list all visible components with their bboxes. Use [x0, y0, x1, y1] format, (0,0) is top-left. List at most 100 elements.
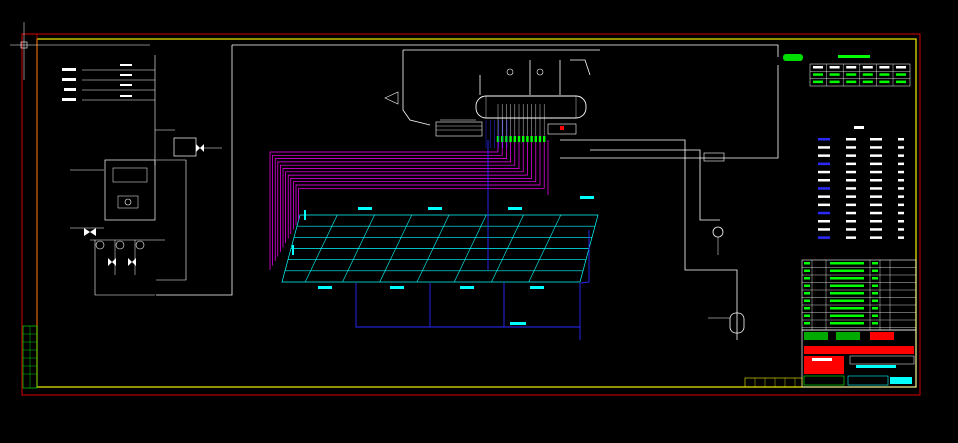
schedule-cell — [830, 262, 864, 265]
legend-label — [898, 211, 904, 215]
schedule-cell — [830, 307, 864, 310]
schedule-cell — [872, 322, 878, 325]
expansion-vessel[interactable] — [783, 54, 803, 61]
schedule-cell — [804, 322, 810, 325]
gate-valve-icon[interactable] — [84, 144, 204, 266]
schedule-cell — [872, 277, 878, 280]
check-valve-icon[interactable] — [384, 68, 544, 105]
schedule-cell — [872, 284, 878, 287]
table-cell — [846, 66, 857, 69]
schedule-cell — [872, 299, 878, 302]
hot-loop-pipe — [295, 135, 541, 225]
legend-label — [846, 195, 856, 198]
legend-label — [870, 179, 882, 182]
legend-label — [898, 162, 904, 166]
collector-column — [491, 214, 524, 283]
array-base-label — [510, 322, 526, 325]
revision-block — [22, 325, 38, 389]
legend-label — [846, 154, 856, 157]
hot-loop-pipes — [269, 135, 549, 270]
legend-label — [898, 154, 904, 157]
legend-label — [870, 146, 882, 149]
tap-valve — [517, 136, 521, 142]
tap-valve — [496, 136, 500, 142]
tap-valve — [501, 136, 504, 142]
schedule-cell — [872, 269, 878, 272]
collector-column — [304, 214, 338, 283]
table-cell — [829, 66, 840, 69]
schedule-cell — [872, 314, 878, 317]
table-title — [838, 55, 870, 58]
table-cell — [879, 80, 890, 84]
legend-label — [846, 203, 856, 207]
legend-label — [846, 228, 856, 231]
schedule-cell — [830, 284, 864, 287]
legend-swatch — [818, 195, 830, 198]
schedule-cell — [872, 292, 878, 295]
table-cell — [813, 73, 823, 76]
table-cell — [896, 73, 906, 76]
hot-loop-pipe — [272, 135, 503, 266]
schedule-cell — [830, 314, 864, 317]
collector-columns — [304, 214, 562, 283]
legend-label — [870, 154, 882, 157]
hot-loop-pipe — [285, 135, 524, 243]
legend-swatch — [818, 228, 830, 231]
schedule-cell — [804, 277, 810, 280]
schedule-cell — [804, 269, 810, 272]
legend-label — [846, 187, 856, 190]
inlet-line — [64, 84, 155, 91]
hot-loop-pipe — [274, 135, 507, 261]
ucs-crosshair-icon[interactable] — [10, 22, 150, 80]
table-cell — [813, 66, 823, 69]
legend-swatch — [818, 162, 830, 166]
cold-loop — [355, 140, 590, 340]
legend-label — [870, 211, 882, 215]
schedule-cell — [872, 307, 878, 310]
hot-loop-pipe — [280, 135, 516, 252]
schedule-cell — [804, 314, 810, 317]
legend-label — [898, 187, 904, 190]
inlet-line — [62, 95, 155, 101]
table-cell — [862, 66, 873, 69]
schedule-cell — [804, 262, 810, 265]
schedule-cell — [830, 299, 864, 302]
legend-swatch — [818, 170, 830, 174]
inlet-line — [62, 64, 155, 71]
pressure-tank-icon[interactable] — [703, 152, 745, 334]
hot-loop-pipe — [269, 135, 499, 270]
legend-swatch — [818, 187, 830, 190]
tap-valve — [543, 136, 546, 142]
table-cell — [813, 80, 823, 84]
legend-swatch — [818, 138, 830, 141]
circulation-pump-icon[interactable] — [95, 240, 145, 250]
legend-label — [846, 179, 856, 182]
legend-label — [870, 195, 882, 198]
hot-loop-pipe — [298, 135, 545, 221]
legend-label — [898, 228, 904, 231]
table-cell — [829, 80, 840, 84]
tap-valve — [522, 136, 525, 142]
legend-label — [870, 187, 882, 190]
manifold — [435, 119, 577, 137]
legend-label — [870, 170, 882, 174]
hot-loop-pipe — [287, 135, 528, 239]
legend-label — [898, 220, 904, 223]
legend-label — [846, 146, 856, 149]
legend-swatch — [818, 203, 830, 207]
water-tank-icon[interactable] — [475, 95, 587, 119]
table-cell — [846, 73, 857, 76]
tap-valve — [509, 136, 512, 142]
legend-title — [854, 126, 864, 129]
table-cell — [846, 80, 857, 84]
legend-label — [898, 203, 904, 207]
schedule-cell — [872, 262, 878, 265]
table-cell — [829, 73, 840, 76]
collector-column — [453, 214, 487, 283]
legend-label — [870, 138, 882, 141]
legend-label — [898, 138, 904, 141]
legend-label — [870, 162, 882, 166]
tap-valve — [534, 136, 537, 142]
boiler-unit[interactable] — [70, 137, 222, 296]
